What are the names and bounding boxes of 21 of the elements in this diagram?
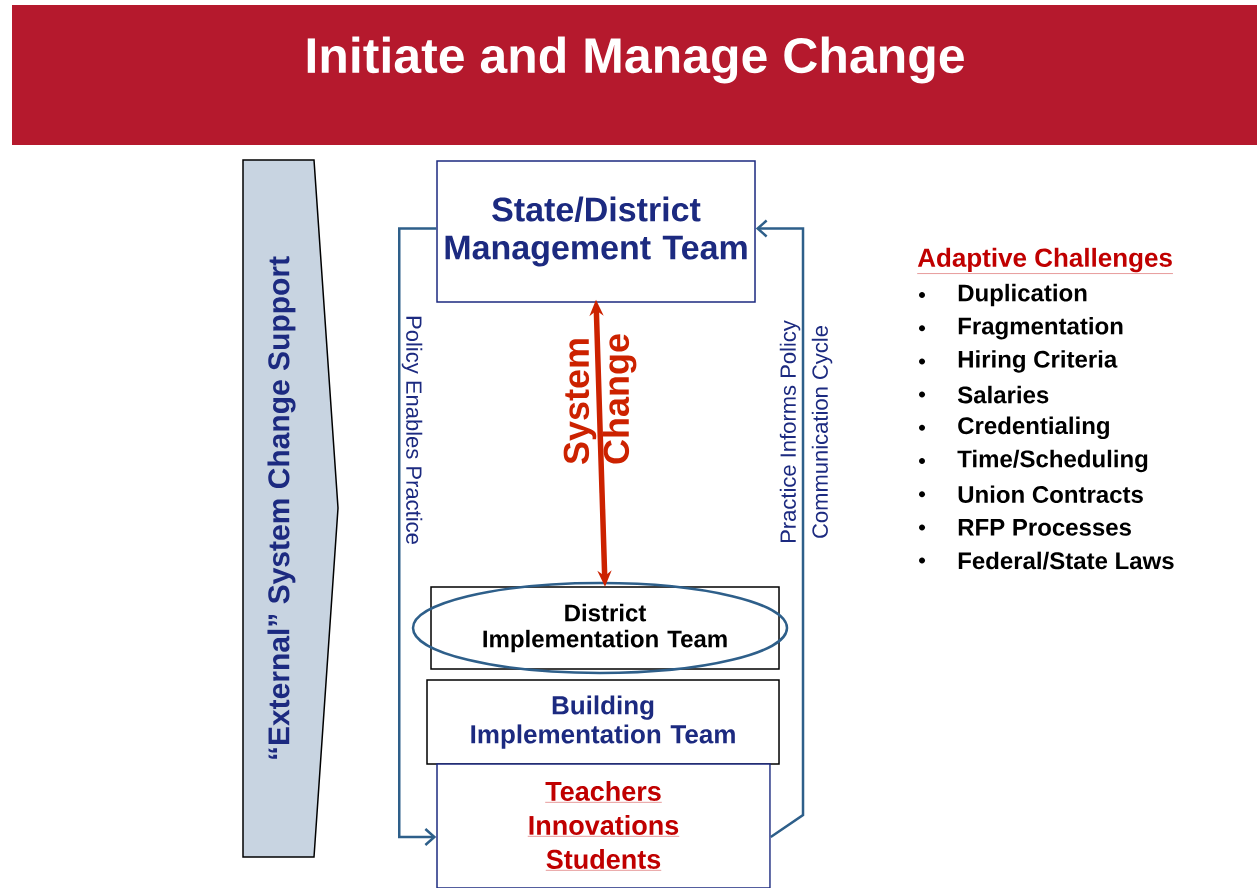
team-box: State/District Management Team: [436, 160, 756, 303]
list-item: RFP Processes: [958, 519, 1131, 536]
list-item: Credentialing: [958, 416, 1109, 440]
arrow: [398, 227, 437, 846]
stakeholder-box: Teachers Innovations Students: [436, 763, 771, 888]
list-item: Union Contracts: [958, 485, 1143, 503]
arrow: [755, 219, 805, 839]
cycle-label: Communication Cycle: [811, 326, 833, 538]
edge-label: Practice Informs Policy: [779, 320, 801, 543]
edge-label: System Change: [563, 334, 637, 464]
edge-label: Policy Enables Practice: [401, 316, 423, 544]
title-banner: Initiate and Manage Change: [12, 5, 1257, 145]
list-item: Time/Scheduling: [957, 449, 1148, 473]
list-item: Fragmentation: [958, 316, 1123, 340]
team-box: District Implementation Team: [411, 581, 789, 675]
list-item: Duplication: [958, 283, 1087, 307]
list-item: Federal/State Laws: [958, 551, 1174, 570]
list-heading: Adaptive Challenges: [917, 247, 1174, 274]
list-item: Hiring Criteria: [958, 350, 1118, 373]
team-box: Building Implementation Team: [426, 679, 780, 765]
list-item: Salaries: [957, 385, 1049, 404]
